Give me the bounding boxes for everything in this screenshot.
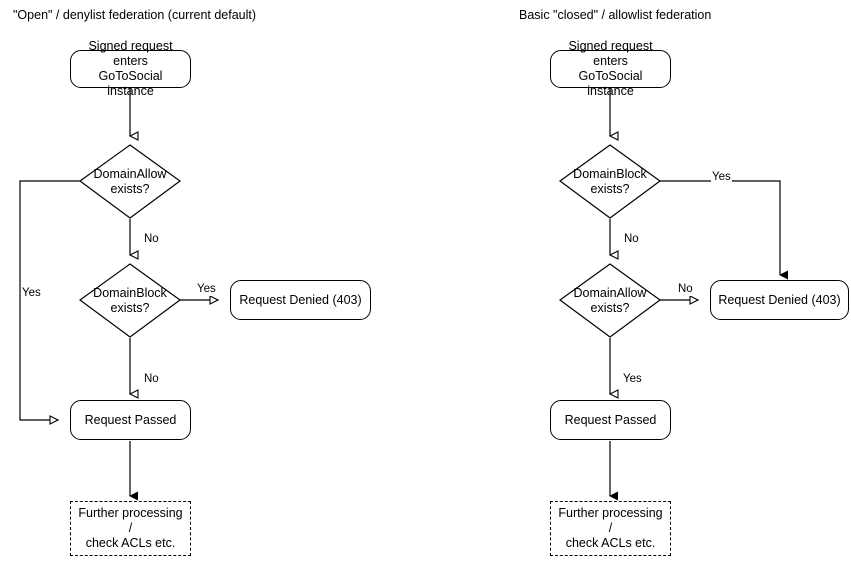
left-edge-label-allow-no: No [143,233,160,246]
left-panel-title: "Open" / denylist federation (current de… [13,8,257,22]
left-node-request-passed-label: Request Passed [84,412,177,427]
left-decision-domainallow: DomainAllow exists? [80,145,180,218]
right-node-request-denied: Request Denied (403) [710,280,849,320]
decision-right-domainallow-shape [558,263,662,338]
left-node-request-denied: Request Denied (403) [230,280,371,320]
left-node-start: Signed request enters GoToSocial instanc… [70,39,191,98]
edge-right-block-yes [660,180,780,275]
decision-left-domainblock-shape [78,263,182,338]
left-edge-label-block-no: No [143,373,160,386]
right-node-further-processing: Further processing / check ACLs etc. [550,501,671,556]
right-edge-label-allow-no: No [677,283,694,296]
right-decision-domainallow-label: DomainAllow exists? [573,285,647,315]
right-node-start-label: Signed request enters GoToSocial instanc… [568,39,653,98]
right-edge-label-block-yes: Yes [711,171,732,184]
right-node-further-processing-label: Further processing / check ACLs etc. [558,506,663,550]
right-node-request-passed: Request Passed [550,400,671,440]
left-decision-domainblock-label: DomainBlock exists? [93,285,167,315]
edge-left-allow-yes [19,180,80,425]
right-node-request-passed-label: Request Passed [564,412,657,427]
right-edge-label-block-no: No [623,233,640,246]
decision-left-domainallow-shape [78,144,182,219]
right-node-request-denied-label: Request Denied (403) [718,292,841,307]
left-node-request-passed: Request Passed [70,400,191,440]
left-edge-label-allow-yes: Yes [21,287,42,300]
left-decision-domainblock: DomainBlock exists? [80,264,180,337]
right-decision-domainallow: DomainAllow exists? [560,264,660,337]
left-decision-domainallow-label: DomainAllow exists? [93,166,167,196]
right-decision-domainblock-label: DomainBlock exists? [573,166,647,196]
right-node-start: Signed request enters GoToSocial instanc… [550,39,671,98]
right-edge-label-allow-yes: Yes [622,373,643,386]
left-node-start-label: Signed request enters GoToSocial instanc… [88,39,173,98]
left-edge-label-block-yes: Yes [196,283,217,296]
left-node-request-denied-label: Request Denied (403) [239,292,362,307]
decision-right-domainblock-shape [558,144,662,219]
right-decision-domainblock: DomainBlock exists? [560,145,660,218]
left-node-further-processing: Further processing / check ACLs etc. [70,501,191,556]
right-panel-title: Basic "closed" / allowlist federation [519,8,712,22]
left-node-further-processing-label: Further processing / check ACLs etc. [78,506,183,550]
